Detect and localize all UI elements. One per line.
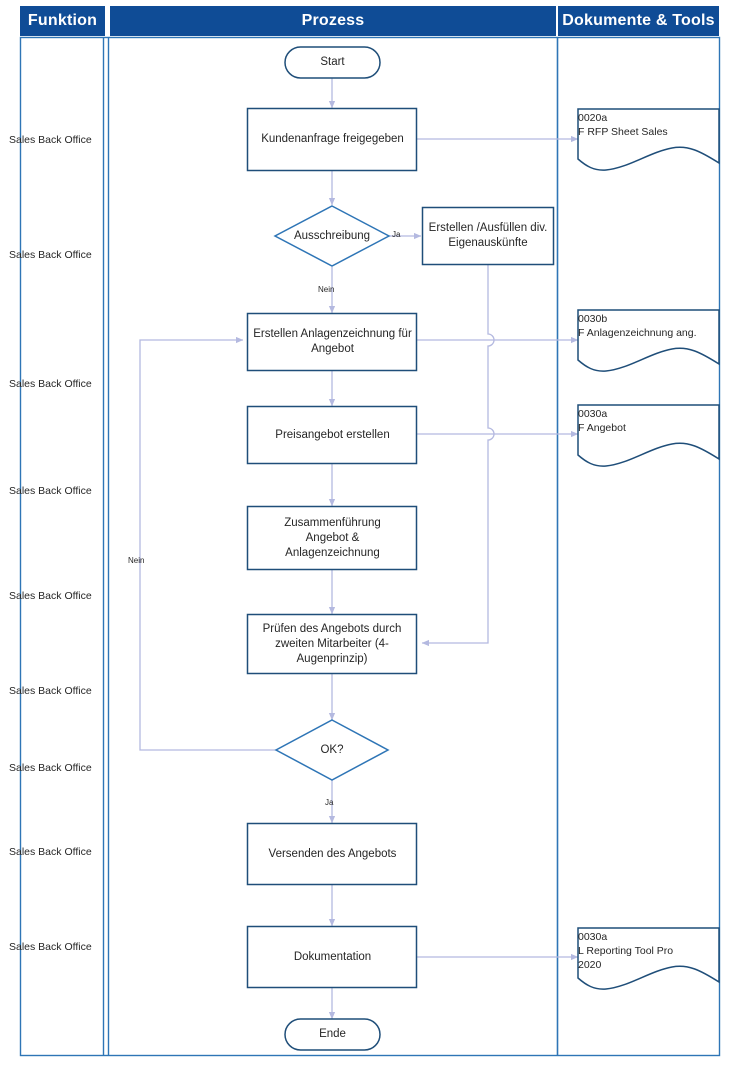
node-label-pruefen: Prüfen des Angebots durch zweiten Mitarb…: [262, 622, 402, 665]
role-label-9: Sales Back Office: [9, 941, 92, 953]
shape-ok: [274, 719, 390, 781]
doc-line3-0030a-tool: 2020: [578, 959, 602, 971]
header-column-dokumente: Dokumente & Tools: [558, 6, 719, 36]
doc-code-0020a: 0020a: [578, 112, 608, 124]
role-label-1: Sales Back Office: [9, 134, 92, 146]
doc-text-0020a: 0020a F RFP Sheet Sales: [578, 111, 716, 139]
node-label-ende: Ende: [319, 1028, 346, 1040]
doc-line2-0030a-angebot: F Angebot: [578, 422, 626, 434]
role-label-4: Sales Back Office: [9, 485, 92, 497]
node-label-anlagenzeichnung: Erstellen Anlagenzeichnung für Angebot: [253, 328, 412, 355]
role-label-2: Sales Back Office: [9, 249, 92, 261]
node-label-versenden: Versenden des Angebots: [268, 847, 397, 860]
doc-line2-0020a: F RFP Sheet Sales: [578, 126, 668, 138]
header-label-dokumente: Dokumente & Tools: [562, 12, 715, 29]
shape-ausschreibung: [273, 205, 391, 267]
shape-doc-0030a-angebot: [577, 404, 720, 467]
doc-line2-0030a-tool: L Reporting Tool Pro: [578, 945, 674, 957]
shape-ende: [284, 1018, 381, 1051]
header-column-prozess: Prozess: [110, 6, 556, 36]
doc-text-0030a-tool: 0030a L Reporting Tool Pro 2020: [578, 930, 716, 972]
shape-dokumentation: [246, 925, 418, 989]
node-label-eigenauskuenfte: Erstellen /Ausfüllen div. Eigenauskünfte: [428, 222, 548, 249]
shape-preisangebot: [246, 405, 418, 465]
edge-label-ok-nein: Nein: [128, 556, 145, 565]
role-label-6: Sales Back Office: [9, 685, 92, 697]
shape-pruefen: [246, 613, 418, 675]
node-label-dokumentation: Dokumentation: [293, 950, 372, 963]
node-label-ausschreibung: Ausschreibung: [293, 229, 371, 242]
node-label-start: Start: [320, 56, 345, 68]
shape-start: [284, 46, 381, 79]
role-label-7: Sales Back Office: [9, 762, 92, 774]
shape-versenden: [246, 822, 418, 886]
doc-line2-0030b: F Anlagenzeichnung ang.: [578, 327, 697, 339]
node-label-ok: OK?: [320, 743, 344, 756]
doc-text-0030a-angebot: 0030a F Angebot: [578, 407, 716, 435]
role-label-5: Sales Back Office: [9, 590, 92, 602]
node-label-zusammenfuehrung: Zusammenführung Angebot & Anlagenzeichnu…: [284, 516, 381, 559]
shape-eigenauskuenfte: [421, 206, 555, 266]
role-label-3: Sales Back Office: [9, 378, 92, 390]
doc-text-0030b: 0030b F Anlagenzeichnung ang.: [578, 312, 716, 340]
shape-doc-0030a-tool: [577, 927, 720, 990]
edge-label-ausschreibung-ja: Ja: [392, 230, 401, 239]
doc-code-0030b: 0030b: [578, 313, 608, 325]
header-label-funktion: Funktion: [27, 12, 98, 29]
edge-eigenauskuenfte-to-pruefen: [421, 265, 495, 647]
doc-code-0030a-angebot: 0030a: [578, 408, 608, 420]
role-label-8: Sales Back Office: [9, 846, 92, 858]
header-label-prozess: Prozess: [301, 12, 365, 29]
edge-label-ok-ja: Ja: [325, 798, 334, 807]
shape-kundenanfrage: [246, 107, 418, 172]
edge-label-ausschreibung-nein: Nein: [318, 285, 335, 294]
node-label-kundenanfrage: Kundenanfrage freigegeben: [261, 133, 404, 145]
shape-zusammenfuehrung: [246, 505, 418, 571]
node-label-preisangebot: Preisangebot erstellen: [275, 428, 390, 441]
edge-ok-nein-loopback: [139, 336, 288, 751]
shape-doc-0020a: [577, 108, 720, 171]
header-column-funktion: Funktion: [20, 6, 105, 36]
shape-doc-0030b: [577, 309, 720, 372]
doc-code-0030a-tool: 0030a: [578, 931, 608, 943]
shape-anlagenzeichnung: [246, 312, 418, 372]
